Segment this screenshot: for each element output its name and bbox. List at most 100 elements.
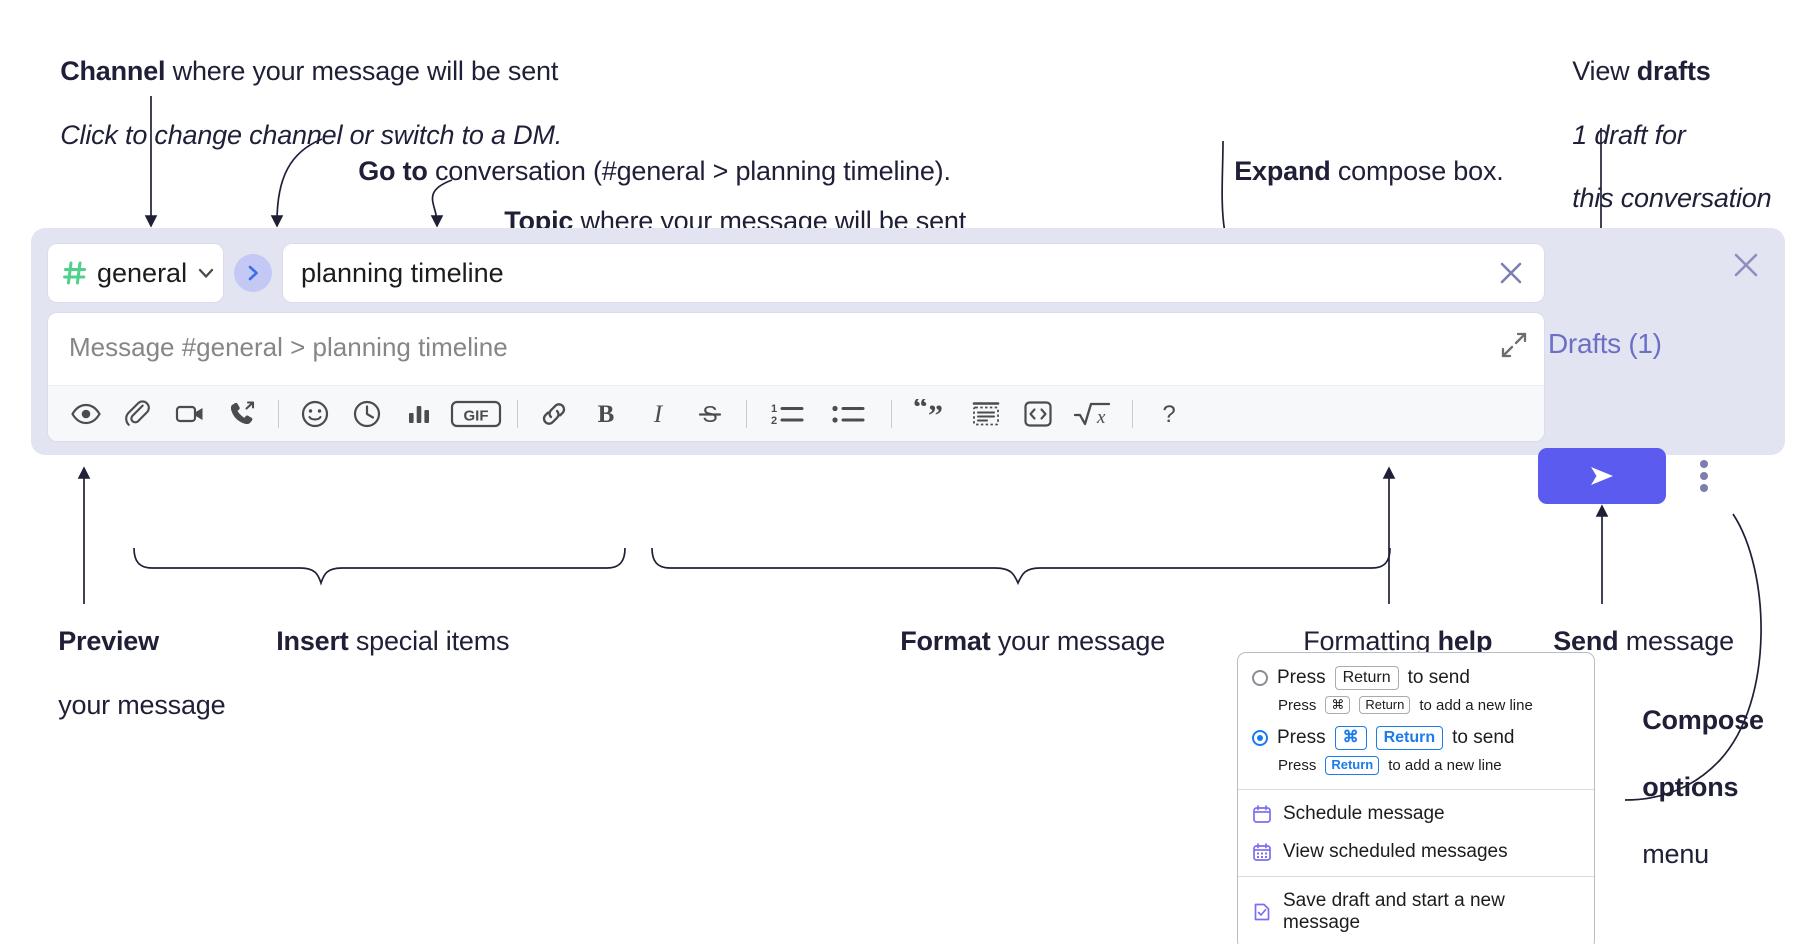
- poll-icon[interactable]: [393, 392, 445, 436]
- annotation-compose-rest: menu: [1642, 839, 1709, 870]
- message-placeholder: Message #general > planning timeline: [69, 332, 508, 362]
- annotation-insert: Insert special items: [247, 594, 509, 690]
- annotation-channel-bold: Channel: [60, 55, 166, 86]
- compose-options-button[interactable]: [1690, 456, 1718, 496]
- toolbar-separator: [517, 399, 518, 428]
- svg-text:2: 2: [771, 415, 777, 427]
- annotation-compose-options: Compose options menu: [1613, 671, 1764, 905]
- option1-sub-post: to add a new line: [1419, 696, 1533, 714]
- send-shortcut-options: Press Return to send Press ⌘ Return to ad…: [1238, 653, 1594, 789]
- compose-options-menu: Press Return to send Press ⌘ Return to ad…: [1237, 652, 1595, 944]
- option2-sub-post: to add a new line: [1388, 756, 1502, 774]
- topic-input[interactable]: planning timeline: [283, 244, 1544, 302]
- schedule-group: Schedule message: [1238, 790, 1594, 876]
- radio-return[interactable]: [1252, 670, 1268, 686]
- formatting-toolbar: GIF B: [48, 385, 1544, 441]
- svg-text:GIF: GIF: [464, 407, 489, 424]
- radio-cmd-return[interactable]: [1252, 730, 1268, 747]
- calendar-grid-icon: [1252, 842, 1272, 862]
- save-draft-icon: [1252, 902, 1272, 922]
- goto-conversation-button[interactable]: [234, 254, 272, 292]
- annotation-goto-rest: conversation (#general > planning timeli…: [427, 155, 951, 186]
- key-return: Return: [1334, 666, 1399, 690]
- code-icon[interactable]: [1012, 392, 1064, 436]
- annotation-channel-italic: Click to change channel or switch to a D…: [60, 119, 563, 150]
- channel-name: general: [97, 257, 188, 288]
- toolbar-separator: [746, 399, 747, 428]
- annotation-compose-bold1: Compose: [1642, 705, 1764, 736]
- annotation-expand-rest: compose box.: [1330, 155, 1504, 186]
- annotation-channel: Channel where your message will be sent …: [31, 24, 562, 183]
- menu-item-label: Schedule message: [1283, 802, 1445, 824]
- annotation-drafts-italic2: this conversation: [1572, 183, 1772, 214]
- preview-icon[interactable]: [60, 392, 112, 436]
- math-icon[interactable]: x: [1064, 392, 1122, 436]
- annotation-preview-bold: Preview: [58, 625, 159, 656]
- chevron-down-icon: [196, 263, 216, 283]
- option2-sub-pre: Press: [1278, 756, 1317, 774]
- blockquote-icon[interactable]: “ ”: [902, 392, 960, 436]
- svg-text:“: “: [913, 399, 928, 424]
- clock-icon[interactable]: [341, 392, 393, 436]
- channel-selector[interactable]: general: [48, 244, 223, 302]
- topic-value: planning timeline: [301, 257, 504, 288]
- annotation-help-bold: help: [1437, 625, 1493, 656]
- option-cmd-return-to-send[interactable]: Press ⌘Return to send: [1238, 724, 1594, 752]
- annotation-expand: Expand compose box.: [1205, 124, 1504, 220]
- menu-item-label: Save draft and start a new message: [1283, 889, 1505, 933]
- annotation-send: Send message: [1524, 594, 1734, 690]
- menu-item-save-draft[interactable]: Save draft and start a new message: [1238, 882, 1594, 942]
- annotation-drafts-bold: drafts: [1636, 55, 1711, 86]
- option1-post: to send: [1407, 667, 1470, 688]
- option1-sub-pre: Press: [1278, 696, 1317, 714]
- annotation-format-rest: your message: [990, 625, 1166, 656]
- attachment-icon[interactable]: [112, 392, 164, 436]
- annotation-channel-line1: Channel where your message will be sent: [60, 56, 558, 86]
- svg-text:?: ?: [1162, 401, 1175, 428]
- clear-topic-icon[interactable]: [1496, 258, 1526, 288]
- phone-icon[interactable]: [216, 392, 268, 436]
- bulleted-list-icon[interactable]: [819, 392, 881, 436]
- emoji-icon[interactable]: [289, 392, 341, 436]
- link-icon[interactable]: [528, 392, 580, 436]
- ordered-list-icon[interactable]: 1 2: [757, 392, 819, 436]
- gif-icon[interactable]: GIF: [445, 392, 507, 436]
- annotation-drafts-pre: View: [1572, 55, 1637, 86]
- annotation-formatting-help: Formatting help: [1274, 594, 1492, 690]
- expand-icon[interactable]: [1500, 331, 1528, 359]
- key-command: ⌘: [1325, 696, 1351, 715]
- annotation-preview: Preview your message: [29, 594, 225, 753]
- key-return: Return: [1359, 696, 1411, 715]
- key-return: Return: [1375, 726, 1444, 751]
- menu-item-schedule-message[interactable]: Schedule message: [1238, 795, 1594, 833]
- annotation-insert-bold: Insert: [276, 625, 349, 656]
- annotation-send-bold: Send: [1553, 625, 1619, 656]
- annotation-preview-line2: your message: [58, 689, 226, 720]
- annotation-drafts-italic1: 1 draft for: [1572, 119, 1686, 150]
- annotation-help-pre: Formatting: [1303, 625, 1438, 656]
- compose-panel: general planning timeline: [31, 228, 1785, 455]
- help-icon[interactable]: ?: [1143, 392, 1195, 436]
- menu-item-view-scheduled[interactable]: View scheduled messages: [1238, 833, 1594, 871]
- annotation-drafts: View drafts 1 draft for this conversatio…: [1543, 24, 1771, 247]
- drafts-link[interactable]: Drafts (1): [1548, 328, 1662, 359]
- annotation-format-bold: Format: [900, 625, 991, 656]
- italic-icon[interactable]: I: [632, 392, 684, 436]
- kebab-menu-icon: [1700, 460, 1708, 492]
- toolbar-separator: [891, 399, 892, 428]
- annotation-expand-bold: Expand: [1234, 155, 1331, 186]
- video-icon[interactable]: [164, 392, 216, 436]
- code-block-icon[interactable]: [960, 392, 1012, 436]
- menu-item-label: View scheduled messages: [1283, 840, 1508, 862]
- close-icon[interactable]: [1731, 250, 1761, 280]
- annotation-goto: Go to conversation (#general > planning …: [329, 124, 951, 220]
- option1-pre: Press: [1277, 667, 1326, 688]
- option-return-to-send[interactable]: Press Return to send: [1238, 664, 1594, 692]
- bold-icon[interactable]: B: [580, 392, 632, 436]
- draft-group: Save draft and start a new message: [1238, 877, 1594, 944]
- message-compose-box[interactable]: Message #general > planning timeline: [48, 313, 1544, 441]
- menu-divider: [1238, 788, 1594, 790]
- send-button[interactable]: [1538, 448, 1666, 504]
- strikethrough-icon[interactable]: S: [684, 392, 736, 436]
- option2-pre: Press: [1277, 727, 1326, 749]
